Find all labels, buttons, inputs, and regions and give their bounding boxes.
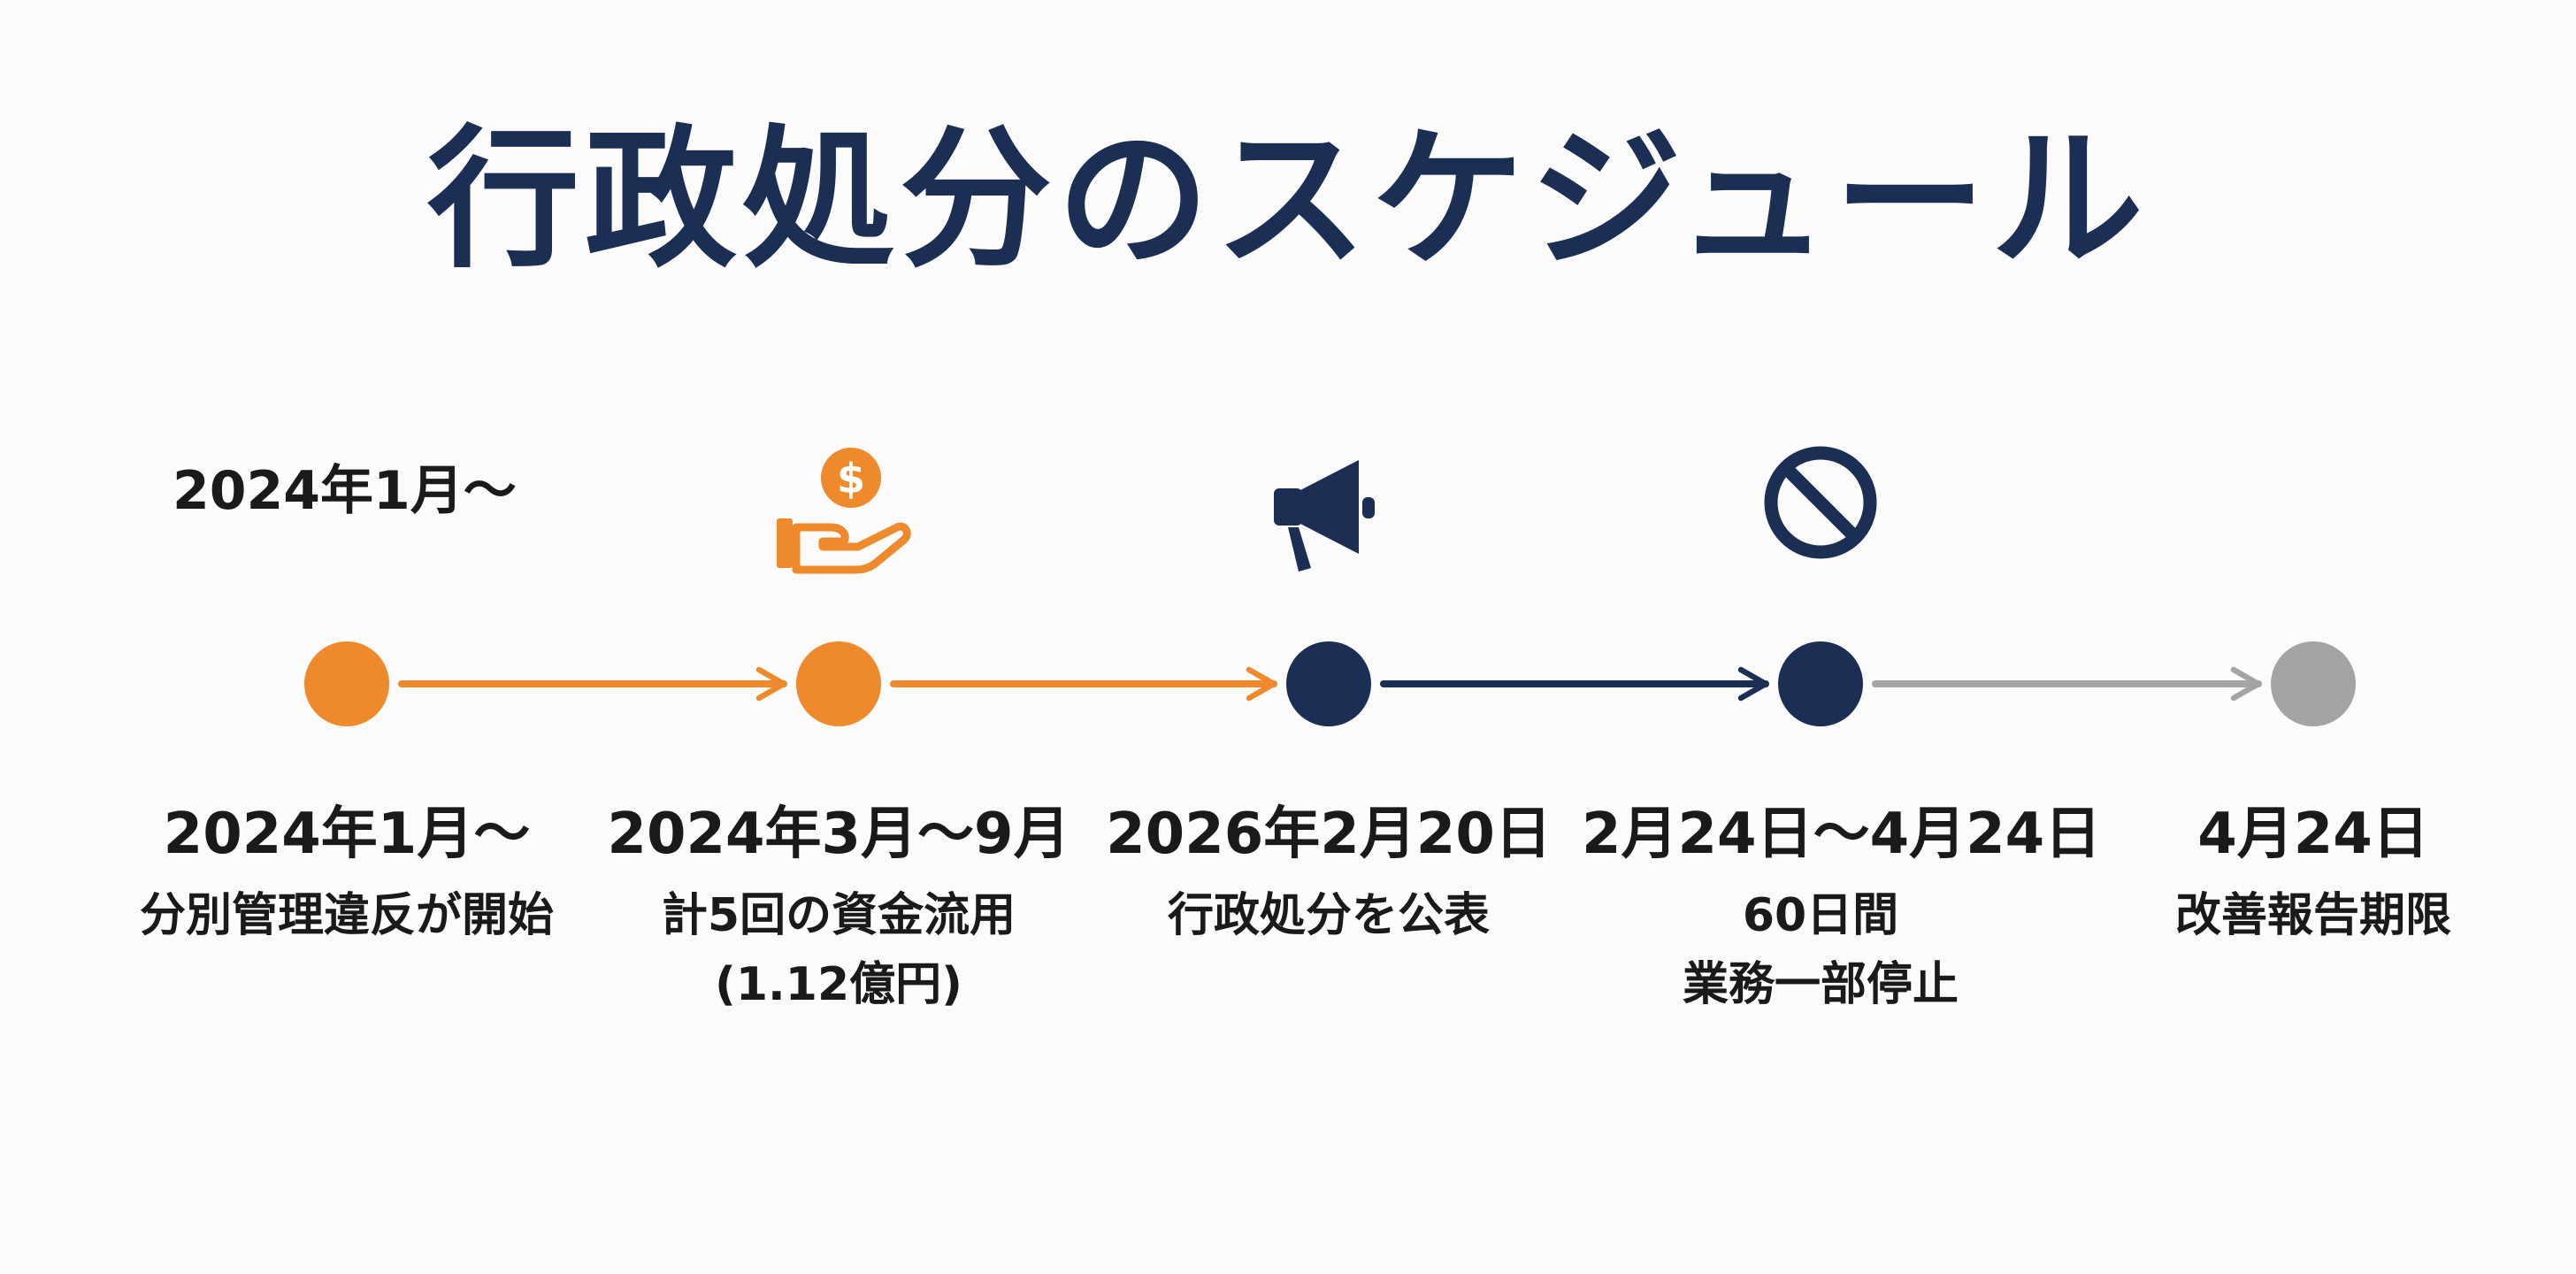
svg-text:$: $: [837, 455, 865, 503]
milestone-2: 2024年3月〜9月計5回の資金流用 (1.12億円): [600, 801, 1077, 1019]
milestone-node-5: [2271, 641, 2356, 726]
milestone-1: 2024年1月〜分別管理違反が開始: [108, 801, 586, 950]
start-note: 2024年1月〜: [172, 460, 517, 522]
milestone-date: 2026年2月20日: [1106, 802, 1552, 867]
milestone-date: 2024年3月〜9月: [607, 802, 1070, 867]
milestone-5: 4月24日改善報告期限: [2074, 801, 2552, 950]
milestone-description: 60日間 業務一部停止: [1682, 888, 1959, 1011]
milestone-description: 分別管理違反が開始: [139, 888, 554, 942]
milestone-node-3: [1286, 641, 1371, 726]
milestone-description: 計5回の資金流用 (1.12億円): [661, 888, 1016, 1011]
megaphone-icon: [1274, 460, 1375, 572]
prohibition-icon: [1764, 446, 1877, 559]
hand-coin-icon: $: [777, 448, 911, 574]
milestone-node-4: [1778, 641, 1863, 726]
milestone-node-2: [796, 641, 881, 726]
milestone-date: 2月24日〜4月24日: [1582, 802, 2102, 867]
milestone-date: 4月24日: [2197, 802, 2429, 867]
milestone-description: 行政処分を公表: [1167, 888, 1490, 942]
milestone-node-1: [304, 641, 389, 726]
milestone-4: 2月24日〜4月24日 60日間 業務一部停止: [1582, 801, 2102, 1019]
milestone-3: 2026年2月20日行政処分を公表: [1090, 801, 1568, 950]
milestone-description: 改善報告期限: [2174, 888, 2451, 942]
milestone-date: 2024年1月〜: [163, 802, 531, 867]
page-title: 行政処分のスケジュール: [427, 111, 2149, 288]
